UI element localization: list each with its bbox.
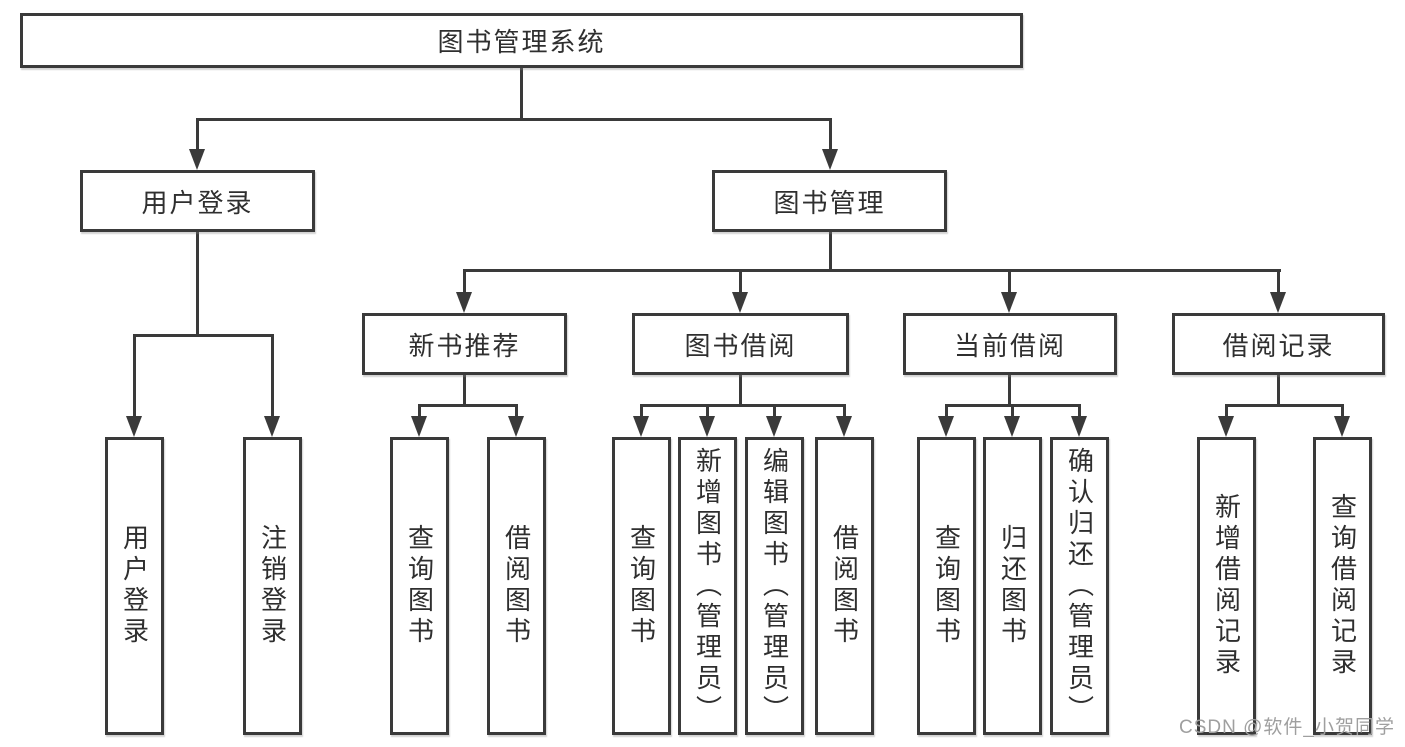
arrow-down-icon: [699, 416, 715, 437]
arrow-down-icon: [189, 149, 205, 170]
node-new-book-recommendation: 新书推荐: [362, 313, 567, 375]
leaf-label: 归还图书: [997, 524, 1028, 648]
leaf-return-books: 归还图书: [983, 437, 1042, 735]
arrow-down-icon: [1004, 416, 1020, 437]
connector-line: [1011, 404, 1014, 419]
leaf-label: 注销登录: [257, 524, 288, 648]
arrow-down-icon: [126, 416, 142, 437]
connector-line: [829, 118, 832, 152]
connector-line: [1008, 375, 1011, 407]
node-current-borrowing: 当前借阅: [903, 313, 1117, 375]
leaf-label: 查询图书: [626, 524, 657, 648]
connector-line: [515, 404, 518, 419]
connector-line: [463, 269, 1281, 272]
leaf-logout: 注销登录: [243, 437, 302, 735]
arrow-down-icon: [822, 149, 838, 170]
leaf-label: 确认归还（管理员）: [1064, 446, 1095, 726]
connector-line: [271, 334, 274, 418]
arrow-down-icon: [836, 416, 852, 437]
leaf-label: 编辑图书（管理员）: [759, 446, 790, 726]
leaf-edit-books-admin: 编辑图书（管理员）: [745, 437, 804, 735]
connector-line: [1225, 404, 1228, 419]
connector-line: [739, 375, 742, 407]
arrow-down-icon: [633, 416, 649, 437]
node-user-login: 用户登录: [80, 170, 315, 232]
connector-line: [196, 118, 199, 152]
leaf-label: 查询图书: [404, 524, 435, 648]
arrow-down-icon: [938, 416, 954, 437]
node-library-management-system: 图书管理系统: [20, 13, 1023, 68]
node-label: 图书借阅: [684, 330, 797, 361]
leaf-query-borrow-record: 查询借阅记录: [1313, 437, 1372, 735]
connector-line: [133, 334, 274, 337]
arrow-down-icon: [508, 416, 524, 437]
connector-line: [133, 334, 136, 418]
node-label: 当前借阅: [953, 330, 1066, 361]
leaf-label: 查询借阅记录: [1327, 493, 1358, 679]
connector-line: [1277, 375, 1280, 407]
connector-line: [463, 375, 466, 407]
leaf-label: 新增借阅记录: [1211, 493, 1242, 679]
arrow-down-icon: [1218, 416, 1234, 437]
connector-line: [418, 404, 518, 407]
leaf-add-borrow-record: 新增借阅记录: [1197, 437, 1256, 735]
connector-line: [640, 404, 846, 407]
arrow-down-icon: [264, 416, 280, 437]
arrow-down-icon: [1071, 416, 1087, 437]
connector-line: [196, 118, 832, 121]
arrow-down-icon: [766, 416, 782, 437]
leaf-query-books-recommend: 查询图书: [390, 437, 449, 735]
connector-line: [1008, 269, 1011, 295]
connector-line: [1225, 404, 1344, 407]
leaf-label: 用户登录: [119, 524, 150, 648]
connector-line: [739, 269, 742, 295]
leaf-label: 新增图书（管理员）: [692, 446, 723, 726]
connector-line: [1277, 269, 1280, 295]
leaf-label: 借阅图书: [501, 524, 532, 648]
leaf-add-books-admin: 新增图书（管理员）: [678, 437, 737, 735]
node-label: 用户登录: [141, 187, 254, 218]
leaf-label: 查询图书: [931, 524, 962, 648]
leaf-label: 借阅图书: [829, 524, 860, 648]
arrow-down-icon: [411, 416, 427, 437]
connector-line: [1341, 404, 1344, 419]
leaf-borrow-books-recommend: 借阅图书: [487, 437, 546, 735]
connector-line: [843, 404, 846, 419]
node-label: 图书管理: [773, 187, 886, 218]
leaf-borrow-books-borrowing: 借阅图书: [815, 437, 874, 735]
leaf-query-books-current: 查询图书: [917, 437, 976, 735]
connector-line: [196, 232, 199, 337]
connector-line: [418, 404, 421, 419]
node-book-borrowing: 图书借阅: [632, 313, 849, 375]
connector-line: [945, 404, 948, 419]
connector-line: [463, 269, 466, 295]
connector-line: [1078, 404, 1081, 419]
arrow-down-icon: [1001, 292, 1017, 313]
node-label: 借阅记录: [1222, 330, 1335, 361]
connector-line: [640, 404, 643, 419]
arrow-down-icon: [456, 292, 472, 313]
connector-line: [829, 232, 832, 272]
connector-line: [520, 68, 523, 121]
node-label: 图书管理系统: [437, 27, 606, 57]
leaf-query-books-borrowing: 查询图书: [612, 437, 671, 735]
node-borrowing-records: 借阅记录: [1172, 313, 1385, 375]
arrow-down-icon: [732, 292, 748, 313]
connector-line: [773, 404, 776, 419]
leaf-user-login: 用户登录: [105, 437, 164, 735]
arrow-down-icon: [1334, 416, 1350, 437]
arrow-down-icon: [1270, 292, 1286, 313]
node-book-management: 图书管理: [712, 170, 947, 232]
csdn-watermark: CSDN @软件_小贺同学: [1179, 717, 1395, 738]
connector-line: [706, 404, 709, 419]
node-label: 新书推荐: [408, 330, 521, 361]
leaf-confirm-return-admin: 确认归还（管理员）: [1050, 437, 1109, 735]
